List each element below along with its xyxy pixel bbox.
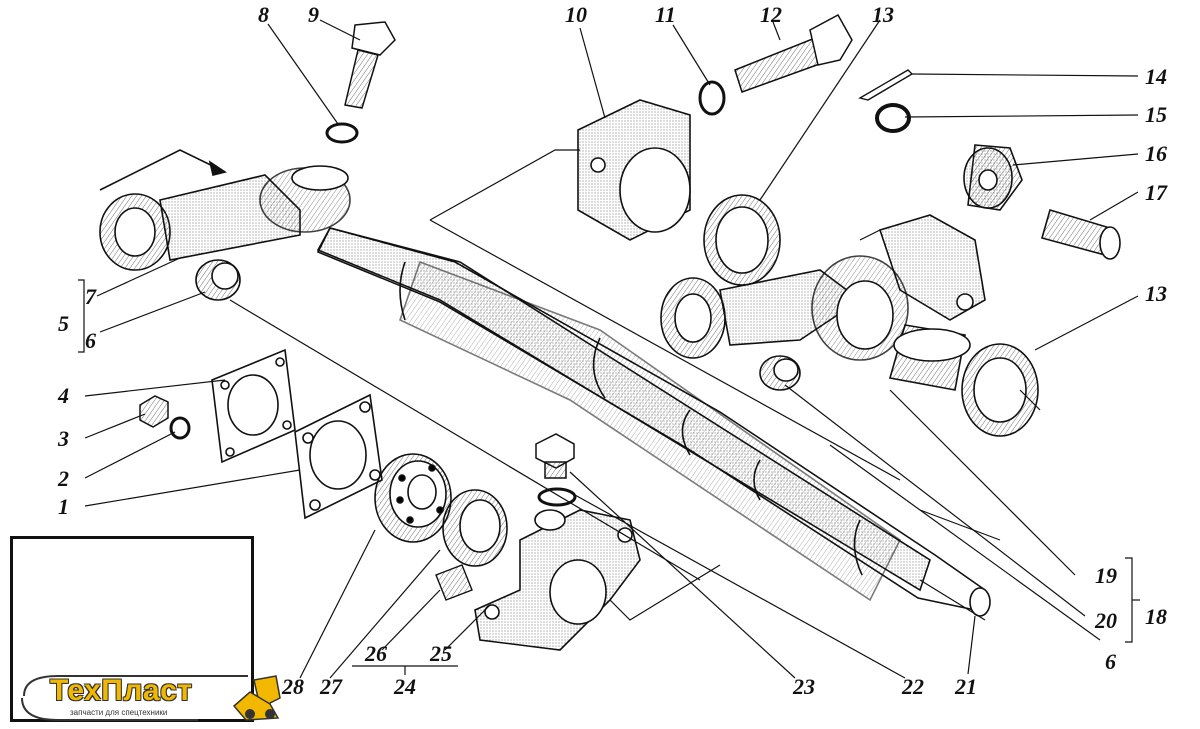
left-lever — [99, 165, 351, 271]
washer-15 — [875, 103, 911, 133]
bolt-12 — [734, 13, 853, 93]
callout-13-right: 13 — [1145, 281, 1167, 306]
washer-22 — [537, 487, 577, 507]
washer-2 — [169, 416, 191, 440]
callout-7: 7 — [85, 284, 96, 309]
callout-23: 23 — [793, 674, 815, 699]
right-lever — [660, 214, 986, 361]
techplast-logo — [21, 675, 281, 721]
callout-18: 18 — [1145, 604, 1167, 629]
bushing-6-left — [195, 259, 241, 301]
callout-5: 5 — [58, 311, 69, 336]
location-inset — [10, 536, 254, 722]
callout-28: 28 — [282, 674, 304, 699]
pin-17 — [1041, 209, 1121, 260]
logo-tagline: запчасти для спецтехники — [70, 708, 168, 717]
clamp-block-10 — [577, 99, 691, 241]
washer-11 — [698, 80, 726, 116]
callout-13-top: 13 — [872, 2, 894, 27]
callout-6-right: 6 — [1105, 649, 1116, 674]
callout-20: 20 — [1095, 608, 1117, 633]
housing-25 — [474, 509, 641, 651]
bearing-28 — [374, 453, 452, 543]
callout-10: 10 — [565, 2, 587, 27]
ring-13-lower — [961, 343, 1039, 437]
callout-3: 3 — [58, 426, 69, 451]
plug-23 — [535, 433, 575, 479]
callout-19: 19 — [1095, 563, 1117, 588]
gasket-4 — [211, 348, 296, 464]
callout-1: 1 — [58, 494, 69, 519]
shaft — [316, 227, 991, 617]
logo-brand-text: ТехПласт — [50, 674, 193, 707]
washer-8 — [325, 122, 359, 144]
cotter-pin-14 — [858, 69, 914, 101]
callout-9: 9 — [308, 2, 319, 27]
callout-15: 15 — [1145, 102, 1167, 127]
roller-16 — [963, 144, 1023, 211]
callout-16: 16 — [1145, 141, 1167, 166]
callout-25: 25 — [430, 641, 452, 666]
callout-11: 11 — [655, 2, 676, 27]
plug-26 — [435, 564, 473, 601]
callout-12: 12 — [760, 2, 782, 27]
bolt-9 — [344, 21, 396, 109]
gasket-1 — [294, 393, 383, 520]
callout-17: 17 — [1145, 180, 1167, 205]
callout-27: 27 — [320, 674, 342, 699]
callout-24: 24 — [394, 674, 416, 699]
nut-3 — [139, 395, 169, 428]
callout-26: 26 — [365, 641, 387, 666]
seal-27 — [442, 489, 508, 567]
bushing-6-right — [759, 355, 801, 391]
direction-arrow — [99, 149, 227, 191]
leader-lines — [78, 19, 1140, 679]
callout-22: 22 — [902, 674, 924, 699]
callout-6-left: 6 — [85, 328, 96, 353]
callout-14: 14 — [1145, 64, 1167, 89]
callout-21: 21 — [955, 674, 977, 699]
callout-4: 4 — [58, 383, 69, 408]
callout-8: 8 — [258, 2, 269, 27]
ring-13-upper — [703, 194, 781, 286]
bushing-19 — [888, 324, 971, 391]
callout-2: 2 — [58, 466, 69, 491]
